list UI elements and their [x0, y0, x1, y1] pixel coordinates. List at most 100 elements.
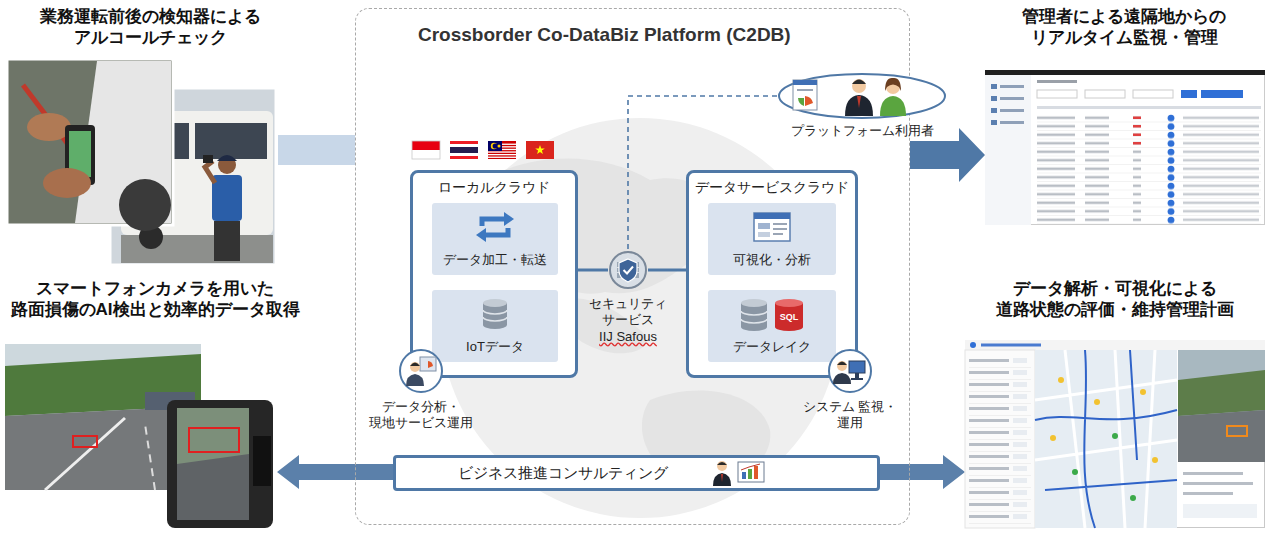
road-map-screenshot — [1227, 426, 1247, 436]
road-map-screenshot — [970, 342, 976, 348]
country-flags — [498, 145, 501, 148]
analyst-icon — [398, 348, 444, 394]
platform-user-icon — [845, 95, 873, 116]
database-icon — [483, 299, 507, 307]
road-map-screenshot — [1130, 495, 1136, 501]
road-map-screenshot — [1112, 433, 1118, 439]
database-icon — [473, 296, 517, 332]
platform-user-icon — [885, 78, 901, 91]
platform-user-icon — [793, 80, 817, 110]
security-service: セキュリティ サービスIIJ Safous — [583, 250, 673, 350]
monitoring-screenshot — [1000, 121, 1024, 124]
consultant-icon — [708, 458, 768, 488]
road-map-screenshot — [1072, 469, 1078, 475]
analyst-icon — [410, 363, 420, 367]
platform-region: Crossborder Co-DataBiz Platform (C2DB)ロー… — [355, 8, 910, 525]
road-map-screenshot — [1178, 410, 1265, 462]
dashboard-icon — [754, 213, 790, 219]
monitoring-screenshot — [991, 120, 997, 125]
country-flags — [488, 154, 516, 155]
dashboard-icon — [758, 223, 770, 229]
consultant-icon — [741, 464, 760, 470]
monitoring-screenshot — [991, 84, 997, 89]
user-group: プラットフォーム利用者 — [776, 72, 948, 142]
sql-database-icon — [775, 303, 803, 331]
security-service-text: IIJ Safous — [599, 329, 657, 345]
consultant-icon — [754, 466, 758, 479]
country-flags — [491, 143, 497, 149]
country-flags — [412, 141, 554, 159]
monitoring-screenshot — [1133, 90, 1173, 98]
screen-panel: データ解析・可視化による 道路状態の評価・維持管理計画 — [962, 278, 1267, 530]
road-damage-photo — [45, 418, 125, 490]
dashboard-icon — [773, 233, 783, 235]
dashboard-icon — [754, 213, 790, 241]
monitoring-screenshot — [985, 75, 1031, 225]
alcohol-check-photo — [217, 155, 237, 161]
sql-database-icon — [775, 299, 803, 307]
dashboard-icon — [750, 209, 794, 245]
analyst-icon — [406, 374, 424, 386]
road-map-screenshot — [1140, 389, 1146, 395]
function-box-text: IoTデータ — [466, 339, 524, 355]
road-map-screenshot — [981, 344, 1041, 347]
screen-panel-text: データ解析・可視化による 道路状態の評価・維持管理計画 — [962, 278, 1267, 321]
road-damage-photo — [177, 454, 249, 520]
flow-arrow — [278, 135, 355, 165]
database-label: SQL — [780, 313, 799, 322]
photo-panel: 業務運転前後の検知器による アルコールチェック — [0, 6, 300, 268]
road-map-screenshot — [1183, 504, 1257, 518]
transfer-icon — [482, 219, 505, 226]
transfer-icon — [476, 228, 486, 242]
alcohol-check-photo — [214, 221, 240, 261]
country-flags — [450, 156, 478, 159]
platform-user-icon — [852, 80, 866, 85]
monitoring-screenshot — [1085, 90, 1125, 98]
consultant-icon — [717, 461, 727, 471]
road-map-screenshot — [965, 340, 1265, 350]
road-map-screenshot — [1094, 399, 1100, 405]
monitoring-screenshot — [991, 108, 997, 113]
road-damage-photo — [177, 408, 249, 520]
monitoring-screenshot — [1037, 90, 1077, 98]
operator-icon — [837, 362, 847, 366]
function-box: IoTデータ — [432, 290, 558, 362]
screen-panel: 管理者による遠隔地からの リアルタイム監視・管理 — [980, 6, 1268, 228]
analyst-icon — [400, 350, 442, 392]
monitoring-screenshot — [1000, 97, 1024, 100]
data-lake-icon — [741, 303, 767, 331]
country-flags — [488, 141, 502, 151]
security-service-text: セキュリティ サービス — [583, 296, 673, 329]
operator-icon — [829, 350, 871, 392]
cloud-box: データサービスクラウド 可視化・分析 データレイク — [686, 170, 858, 378]
alcohol-check-photo — [205, 161, 215, 183]
platform-user-icon — [805, 96, 813, 106]
alcohol-check-photo — [195, 123, 267, 159]
road-damage-photo — [167, 400, 273, 528]
analyst-icon — [420, 357, 436, 371]
service-bar: ビジネス推進コンサルティング — [393, 455, 880, 491]
platform-user-icon — [779, 74, 945, 118]
operator-icon — [849, 361, 865, 373]
country-flags — [412, 141, 440, 159]
monitoring-screenshot — [1133, 117, 1141, 120]
data-lake-icon — [741, 311, 767, 323]
network-link — [648, 269, 686, 272]
data-lake-icon — [741, 299, 767, 307]
country-flags — [450, 144, 478, 147]
road-map-screenshot — [1050, 435, 1056, 441]
monitoring-screenshot — [1201, 90, 1243, 98]
road-damage-photo — [253, 436, 271, 486]
platform-user-icon — [857, 96, 861, 108]
road-map-screenshot — [965, 350, 1035, 528]
role-badge-text: システム 監視・運用 — [800, 399, 900, 432]
alcohol-check-photo — [218, 156, 236, 174]
flow-arrow — [277, 455, 393, 489]
country-flags — [412, 141, 440, 150]
alcohol-check-photo — [27, 113, 71, 141]
country-flags — [450, 147, 478, 153]
country-flags — [412, 150, 440, 159]
operator-icon — [851, 378, 863, 380]
cloud-box-text: データサービスクラウド — [695, 179, 849, 197]
